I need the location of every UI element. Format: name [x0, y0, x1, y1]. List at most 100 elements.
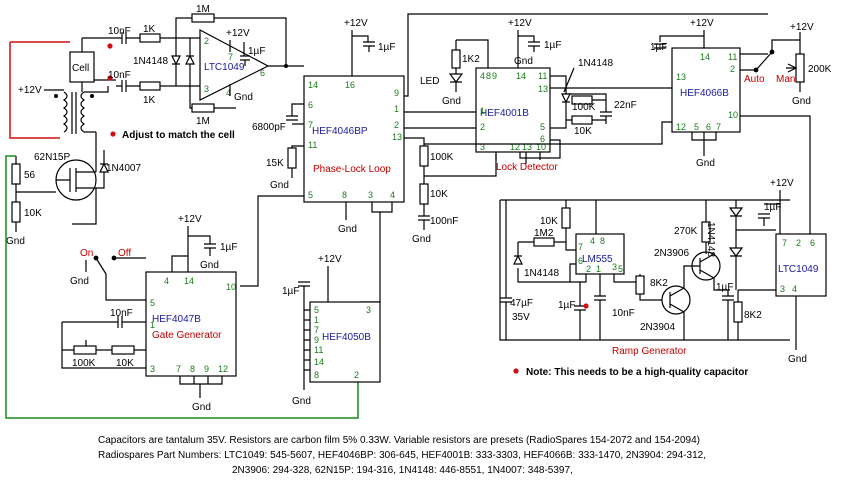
svg-text:6: 6 [578, 256, 583, 266]
gnd-c100nf: Gnd [412, 234, 431, 245]
svg-text:10: 10 [728, 110, 738, 120]
adjust-note: Adjust to match the cell [122, 130, 235, 141]
svg-text:2: 2 [204, 36, 209, 46]
pot100k-label: 100K [72, 358, 96, 369]
hef4001-chip [475, 67, 551, 153]
pot-100k [73, 345, 97, 355]
r10k-pll: 10K [430, 189, 448, 200]
cell-label: Cell [72, 63, 89, 74]
c6800pf: 6800pF [252, 122, 286, 133]
svg-text:10: 10 [536, 142, 546, 152]
gnd-pll: Gnd [338, 224, 357, 235]
svg-text:11: 11 [308, 140, 317, 150]
svg-text:2: 2 [586, 264, 591, 274]
c22nf: 22nF [614, 100, 637, 111]
adjust-dot-a [107, 43, 113, 49]
svg-text:14: 14 [700, 52, 710, 62]
svg-text:5: 5 [694, 122, 699, 132]
adjust-dot-b [107, 75, 113, 81]
svg-text:1: 1 [596, 264, 601, 274]
led-diode [448, 73, 464, 83]
svg-text:5: 5 [150, 298, 155, 308]
v12-pll: +12V [344, 18, 368, 29]
c47uf: 47µF [510, 298, 533, 309]
svg-text:2: 2 [796, 238, 801, 248]
svg-text:12: 12 [676, 122, 686, 132]
svg-text:3: 3 [204, 84, 209, 94]
on-label: On [80, 248, 93, 259]
v12-ltc-top: +12V [226, 28, 250, 39]
svg-text:5: 5 [308, 190, 313, 200]
v12-4066: +12V [690, 18, 714, 29]
gnd-4047: Gnd [192, 402, 211, 413]
transformer-secondary [80, 91, 86, 133]
ramp-generator-title: Ramp Generator [612, 346, 687, 357]
auto-man-switch [755, 51, 773, 71]
svg-text:1: 1 [150, 320, 155, 330]
svg-text:8: 8 [190, 364, 195, 374]
ltc1049-right-chip [775, 233, 827, 297]
svg-text:7: 7 [716, 122, 721, 132]
svg-text:8: 8 [342, 190, 347, 200]
svg-text:12: 12 [218, 364, 228, 374]
svg-text:2: 2 [354, 370, 359, 380]
gnd-4066: Gnd [696, 158, 715, 169]
c10nf-555: 10nF [612, 308, 635, 319]
t2n3904: 2N3904 [640, 322, 675, 333]
note-dot [513, 368, 519, 374]
man-label: Man [776, 74, 795, 85]
hef4066-label: HEF4066B [680, 88, 729, 99]
adjust-note-dot [110, 131, 116, 137]
t2n3906: 2N3906 [654, 248, 689, 259]
r1k-a: 1K [143, 24, 156, 35]
lock-detector-title: Lock Detector [496, 162, 558, 173]
auto-label: Auto [744, 74, 765, 85]
hef4047-chip [145, 271, 237, 377]
svg-text:3: 3 [366, 305, 371, 315]
c10nf-4047: 10nF [110, 308, 133, 319]
r100k-pll: 100K [430, 152, 454, 163]
svg-text:1: 1 [314, 315, 319, 325]
r8k2-b: 8K2 [744, 310, 762, 321]
gnd-onoff: Gnd [70, 276, 89, 287]
svg-text:14: 14 [314, 357, 324, 367]
d1n4148-b: 1N4148 [578, 58, 613, 69]
hef4046-chip [303, 75, 405, 203]
footer-line-2: Radiospares Part Numbers: LTC1049: 545-5… [98, 450, 706, 461]
r1m-b: 1M [196, 116, 210, 127]
v12-pot200k: +12V [790, 22, 814, 33]
c1uf-4050: 1µF [282, 286, 299, 297]
svg-text:3: 3 [150, 364, 155, 374]
v12-coil: +12V [18, 85, 42, 96]
gnd-fet: Gnd [6, 236, 25, 247]
r56: 56 [24, 170, 36, 181]
v12-4047: +12V [178, 214, 202, 225]
r10k-4047: 10K [116, 358, 134, 369]
gnd-4001-top: Gnd [514, 56, 533, 67]
svg-text:8: 8 [486, 71, 491, 81]
hq-cap-dot [583, 303, 589, 309]
hef4001-label: HEF4001B [480, 108, 529, 119]
gnd-4047-top: Gnd [200, 260, 219, 271]
r10k-555: 10K [540, 216, 558, 227]
svg-text:13: 13 [538, 84, 548, 94]
hef4047-label: HEF4047B [152, 314, 201, 325]
svg-text:2: 2 [394, 120, 399, 130]
hq-capacitor-note: Note: This needs to be a high-quality ca… [526, 367, 748, 378]
svg-text:7: 7 [308, 120, 313, 130]
led-label: LED [420, 76, 439, 87]
svg-text:2: 2 [730, 64, 735, 74]
svg-text:4: 4 [164, 276, 169, 286]
ltc1049-right-label: LTC1049 [778, 264, 819, 275]
svg-text:7: 7 [176, 364, 181, 374]
svg-text:7: 7 [782, 238, 787, 248]
gnd-pot200k: Gnd [792, 96, 811, 107]
svg-text:8: 8 [314, 370, 319, 380]
svg-text:13: 13 [522, 142, 532, 152]
svg-text:6: 6 [308, 100, 313, 110]
d1n4007: 1N4007 [106, 163, 141, 174]
svg-text:3: 3 [780, 284, 785, 294]
ramp-frame [499, 199, 790, 341]
transformer-primary [62, 91, 68, 133]
